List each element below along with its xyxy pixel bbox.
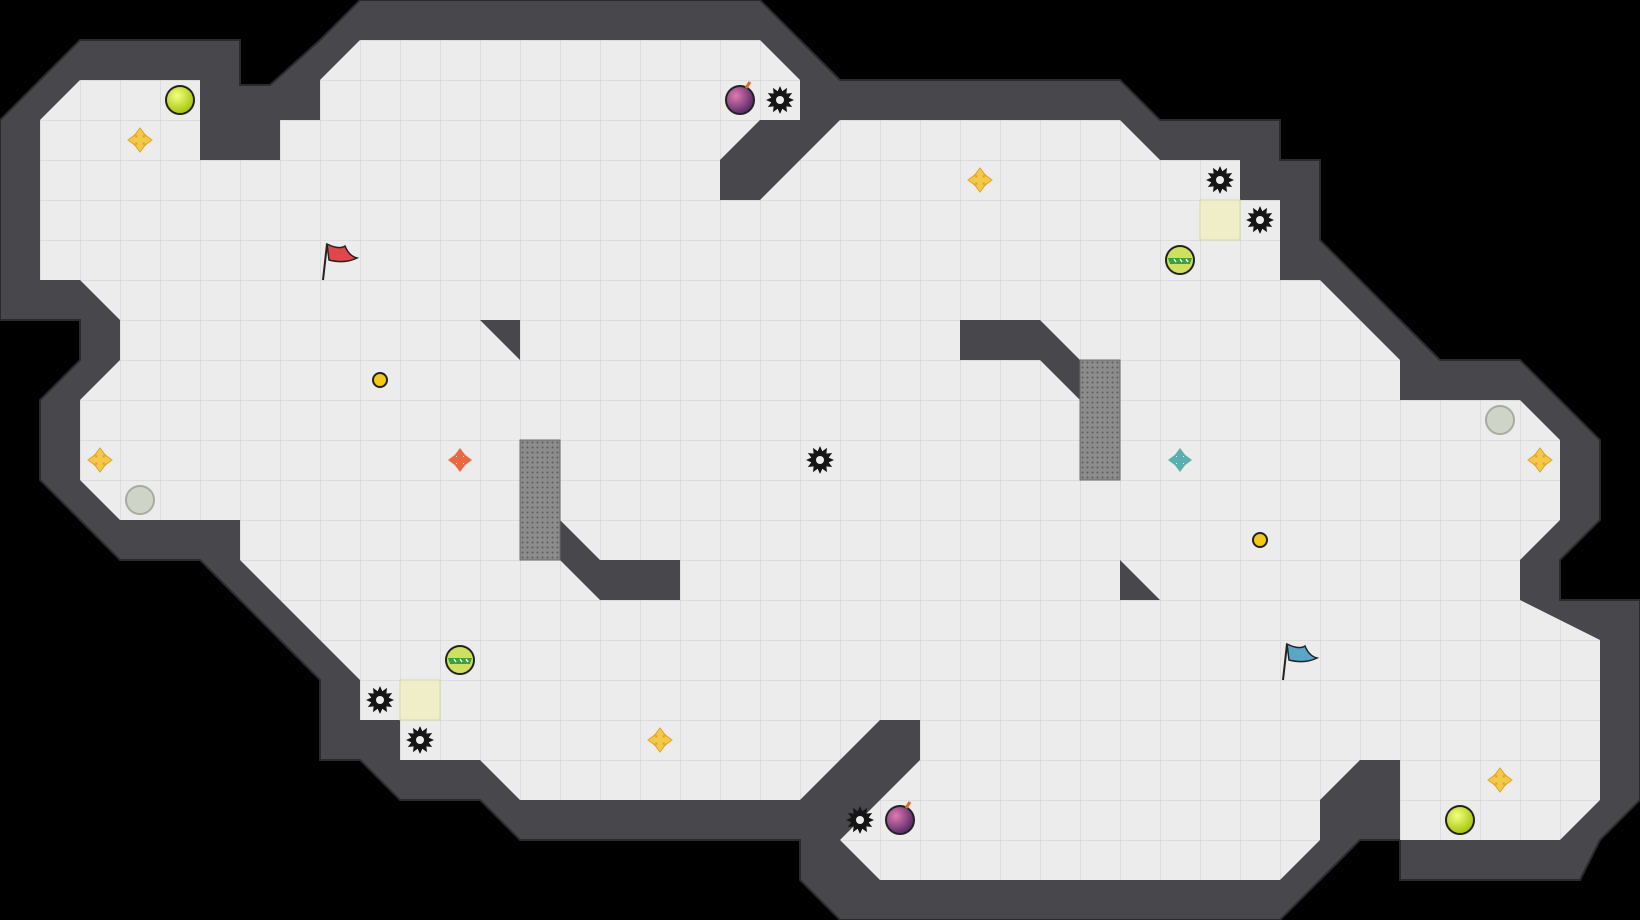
gate [519,439,561,561]
blue-flag-icon [1282,642,1320,681]
blue-team-boost-icon [1166,446,1194,474]
neutral-boost-icon [966,166,994,194]
inner-wall-bracket [560,520,680,600]
button-icon [1252,532,1268,548]
spike-icon [766,86,794,114]
inner-wall-triangle [1120,560,1160,600]
spike-icon [366,686,394,714]
spike-icon [1246,206,1274,234]
neutral-boost-icon [86,446,114,474]
red-team-boost-icon [446,446,474,474]
bomb-icon [725,81,755,115]
red-boost-pad [1199,199,1241,241]
blue-boost-pad [399,679,441,721]
gate [1079,359,1121,481]
neutral-boost-icon [1526,446,1554,474]
inner-wall-bracket [960,320,1080,400]
inner-wall-triangle [480,320,520,360]
neutral-boost-icon [646,726,674,754]
bomb-icon [885,801,915,835]
spike-icon [806,446,834,474]
powerup-icon [1445,805,1475,835]
spike-icon [1206,166,1234,194]
spike-icon [846,806,874,834]
neutral-boost-icon [1486,766,1514,794]
neutral-boost-icon [126,126,154,154]
button-icon [372,372,388,388]
spike-icon [406,726,434,754]
red-flag-icon [322,242,360,281]
powerup-icon [165,85,195,115]
portal-icon [125,485,155,515]
portal-icon [1485,405,1515,435]
striped-ball-icon [445,645,475,675]
striped-ball-icon [1165,245,1195,275]
